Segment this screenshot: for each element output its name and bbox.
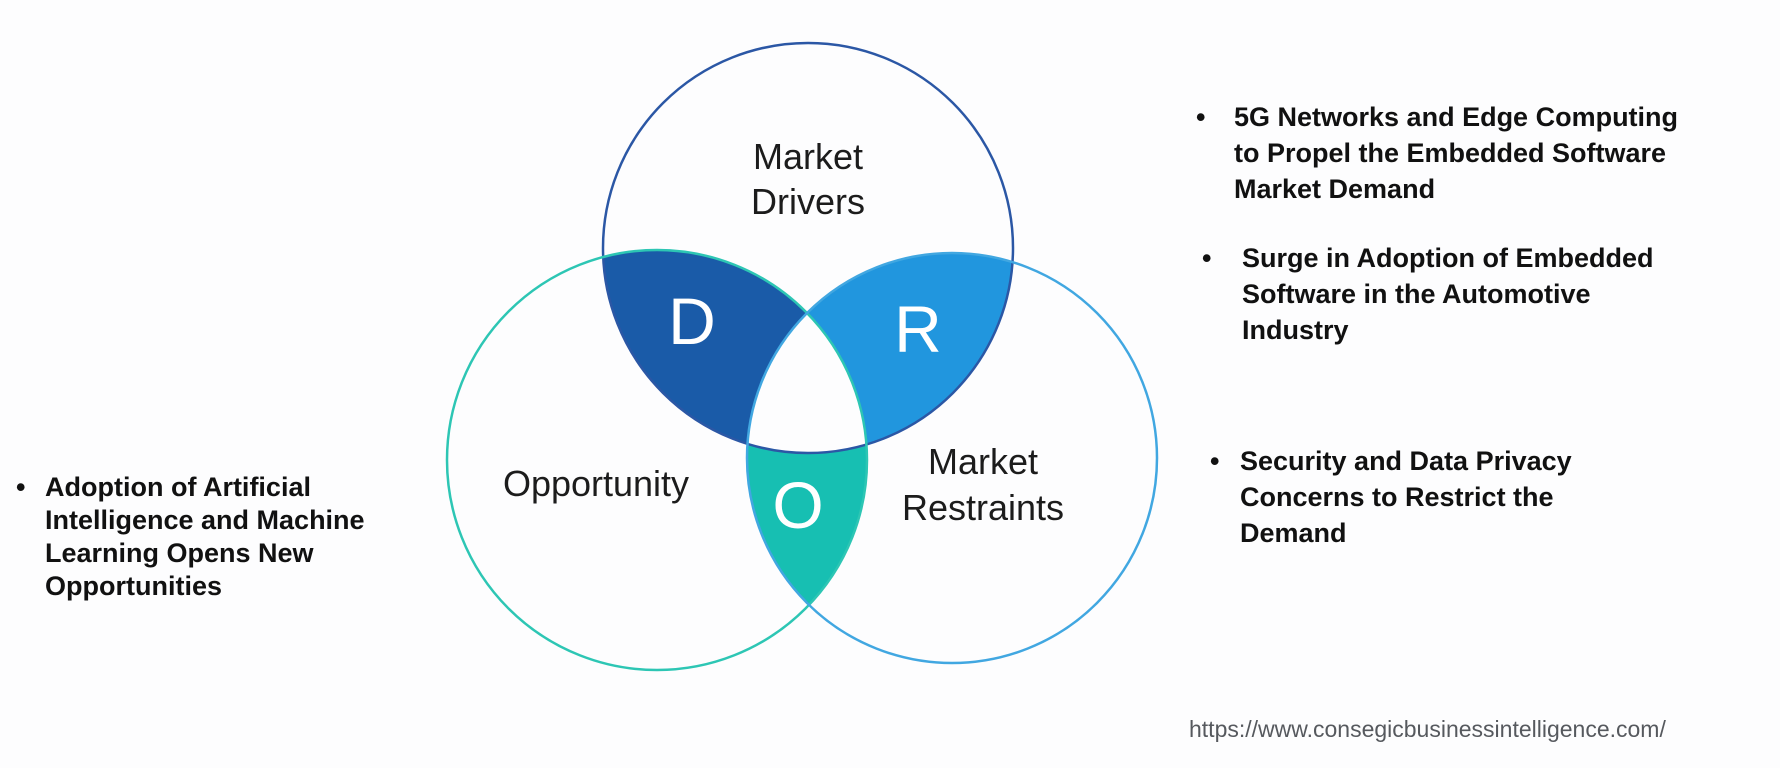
- driver-bullet-5g: • 5G Networks and Edge Computing to Prop…: [1196, 99, 1678, 207]
- opportunity-circle: [445, 248, 869, 672]
- bullet-dot-icon: •: [1210, 446, 1220, 476]
- restraints-letter: R: [894, 292, 942, 366]
- drivers-letter: D: [668, 284, 716, 358]
- footer-url: https://www.consegicbusinessintelligence…: [1189, 716, 1666, 742]
- driver-bullet-automotive-line1: Surge in Adoption of Embedded: [1242, 243, 1654, 273]
- opportunity-letter: O: [772, 468, 823, 542]
- opportunity-bullet-line2: Intelligence and Machine: [45, 505, 365, 535]
- market-drivers-label-line1: Market: [752, 136, 864, 177]
- opportunity-bullet-line4: Opportunities: [45, 571, 222, 601]
- restraint-bullet-security-text: Security and Data Privacy Concerns to Re…: [1240, 443, 1572, 551]
- restraint-bullet-security-line2: Concerns to Restrict the: [1240, 482, 1554, 512]
- drivers-restraints-overlap-region: [747, 253, 1013, 453]
- driver-bullet-automotive-line3: Industry: [1242, 315, 1349, 345]
- opportunity-label-line1: Opportunity: [502, 463, 690, 504]
- restraint-bullet-security-line3: Demand: [1240, 518, 1347, 548]
- market-drivers-label-line2: Drivers: [751, 181, 865, 222]
- driver-bullet-5g-line2: to Propel the Embedded Software: [1234, 138, 1667, 168]
- driver-bullet-5g-line1: 5G Networks and Edge Computing: [1234, 102, 1679, 132]
- driver-bullet-automotive-text: Surge in Adoption of Embedded Software i…: [1242, 240, 1653, 348]
- market-restraints-circle: [745, 251, 1159, 665]
- bullet-dot-icon: •: [16, 472, 26, 502]
- driver-bullet-automotive: • Surge in Adoption of Embedded Software…: [1202, 240, 1653, 348]
- bullet-dot-icon: •: [1196, 102, 1206, 132]
- market-drivers-circle: [601, 41, 1015, 455]
- driver-bullet-5g-line3: Market Demand: [1234, 174, 1436, 204]
- restraint-bullet-security-line1: Security and Data Privacy: [1240, 446, 1572, 476]
- driver-bullet-automotive-line2: Software in the Automotive: [1242, 279, 1591, 309]
- restraint-bullet-security: • Security and Data Privacy Concerns to …: [1210, 443, 1572, 551]
- driver-bullet-5g-text: 5G Networks and Edge Computing to Propel…: [1234, 99, 1678, 207]
- opportunity-bullet-text: Adoption of Artificial Intelligence and …: [45, 471, 365, 603]
- opportunity-bullet: • Adoption of Artificial Intelligence an…: [16, 471, 365, 603]
- opportunity-bullet-line1: Adoption of Artificial: [45, 472, 311, 502]
- market-drivers-label: Market Drivers: [751, 134, 865, 224]
- market-restraints-label-line1: Market: [927, 441, 1039, 482]
- opportunity-bullet-line3: Learning Opens New: [45, 538, 314, 568]
- market-restraints-label-line2: Restraints: [901, 487, 1065, 528]
- drivers-opportunity-overlap-region: [603, 250, 867, 453]
- opportunity-label: Opportunity: [503, 461, 689, 506]
- bullet-dot-icon: •: [1202, 243, 1212, 273]
- market-restraints-label: Market Restraints: [902, 439, 1064, 531]
